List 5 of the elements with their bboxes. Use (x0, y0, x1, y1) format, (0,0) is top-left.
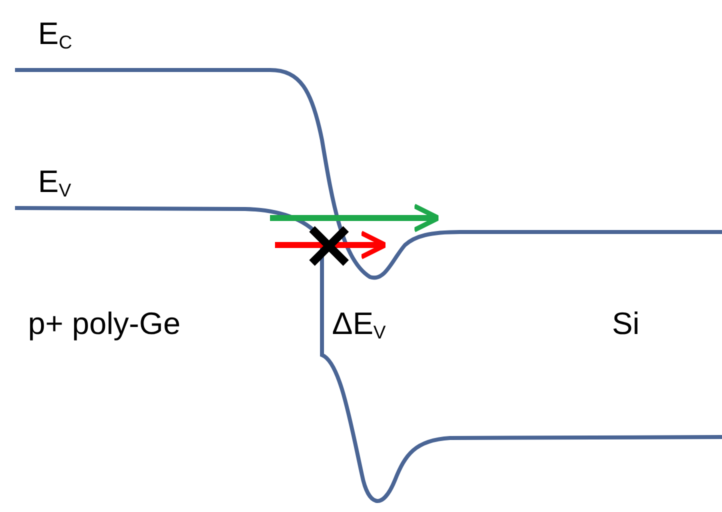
material-label: p+ poly-Ge (28, 308, 181, 339)
material-label: Si (612, 308, 640, 339)
offset-label: ΔE$_{V}$ (332, 308, 386, 342)
band-label: E$_{V}$ (38, 166, 72, 200)
band-label: E$_{C}$ (38, 18, 72, 52)
